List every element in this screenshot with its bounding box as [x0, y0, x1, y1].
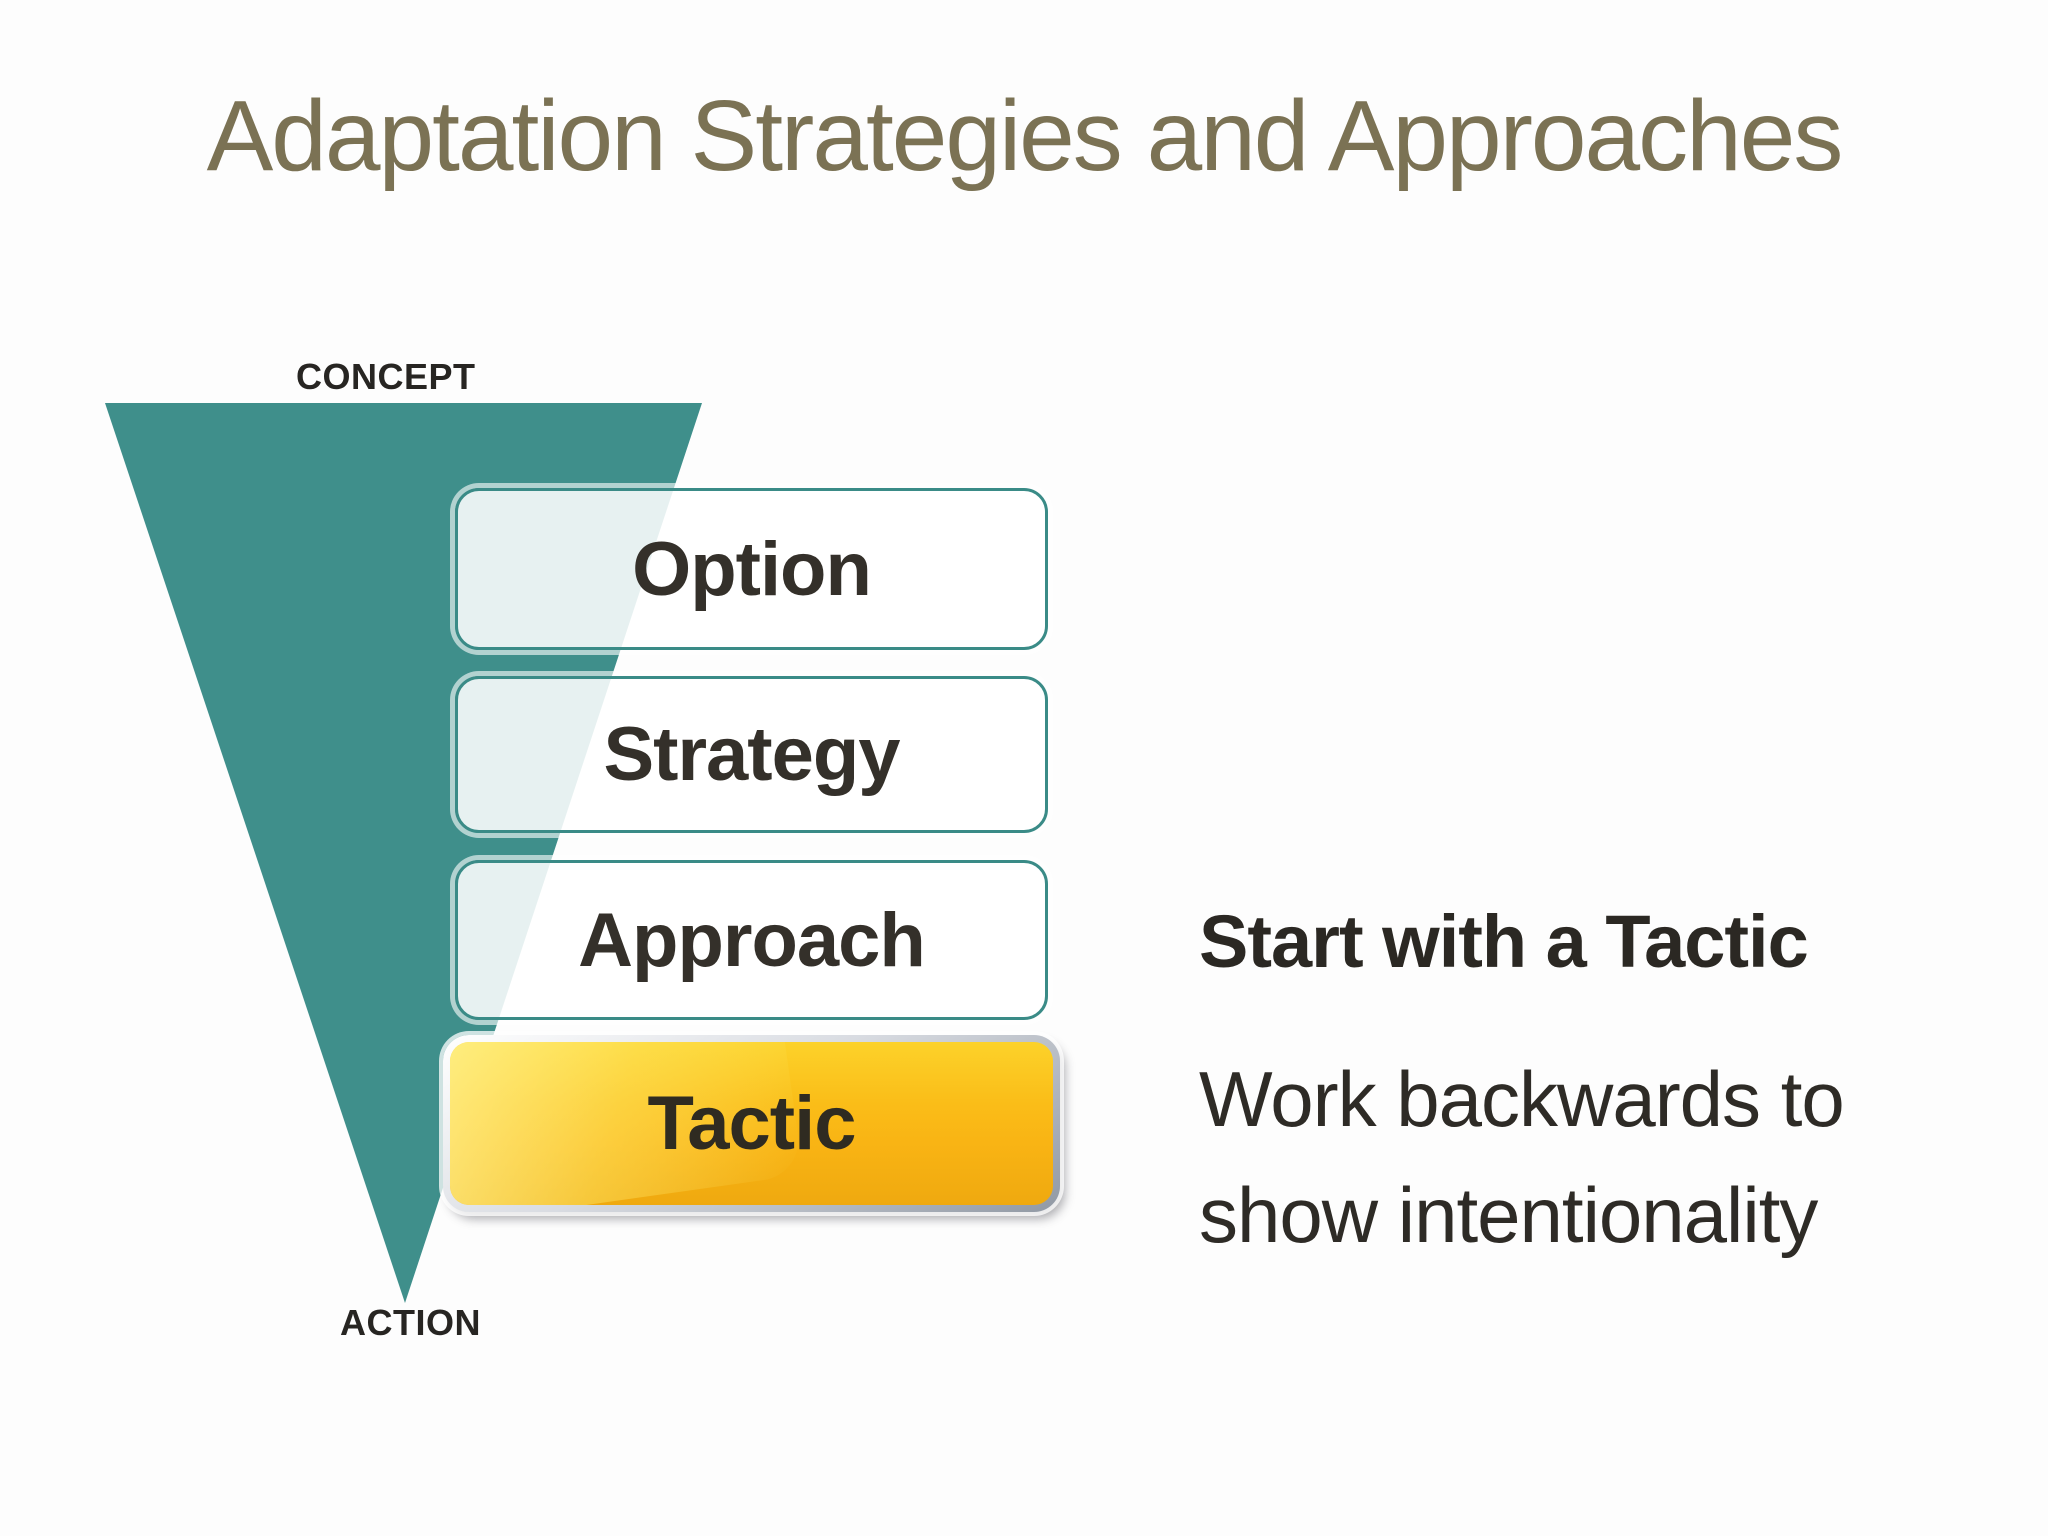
- funnel-concept-label: CONCEPT: [296, 356, 476, 397]
- funnel-level-tactic: Tactic: [443, 1035, 1060, 1212]
- funnel-level-strategy-label: Strategy: [603, 712, 900, 797]
- callout: Start with a Tactic Work backwards to sh…: [1199, 905, 1939, 1273]
- funnel-level-option-label: Option: [632, 526, 872, 612]
- funnel-level-option: Option: [455, 488, 1048, 650]
- callout-body-line2: show intentionality: [1199, 1171, 1818, 1259]
- slide-title: Adaptation Strategies and Approaches: [206, 80, 1844, 192]
- funnel-level-approach-label: Approach: [578, 897, 926, 983]
- funnel-level-strategy: Strategy: [455, 676, 1048, 833]
- tactic-button-face: Tactic: [450, 1042, 1053, 1205]
- callout-body-line1: Work backwards to: [1199, 1055, 1845, 1143]
- callout-body: Work backwards to show intentionality: [1199, 1041, 1939, 1273]
- funnel-action-label: ACTION: [340, 1302, 481, 1343]
- funnel-level-tactic-label: Tactic: [647, 1081, 856, 1166]
- callout-heading: Start with a Tactic: [1199, 900, 1809, 983]
- funnel-level-approach: Approach: [455, 860, 1048, 1020]
